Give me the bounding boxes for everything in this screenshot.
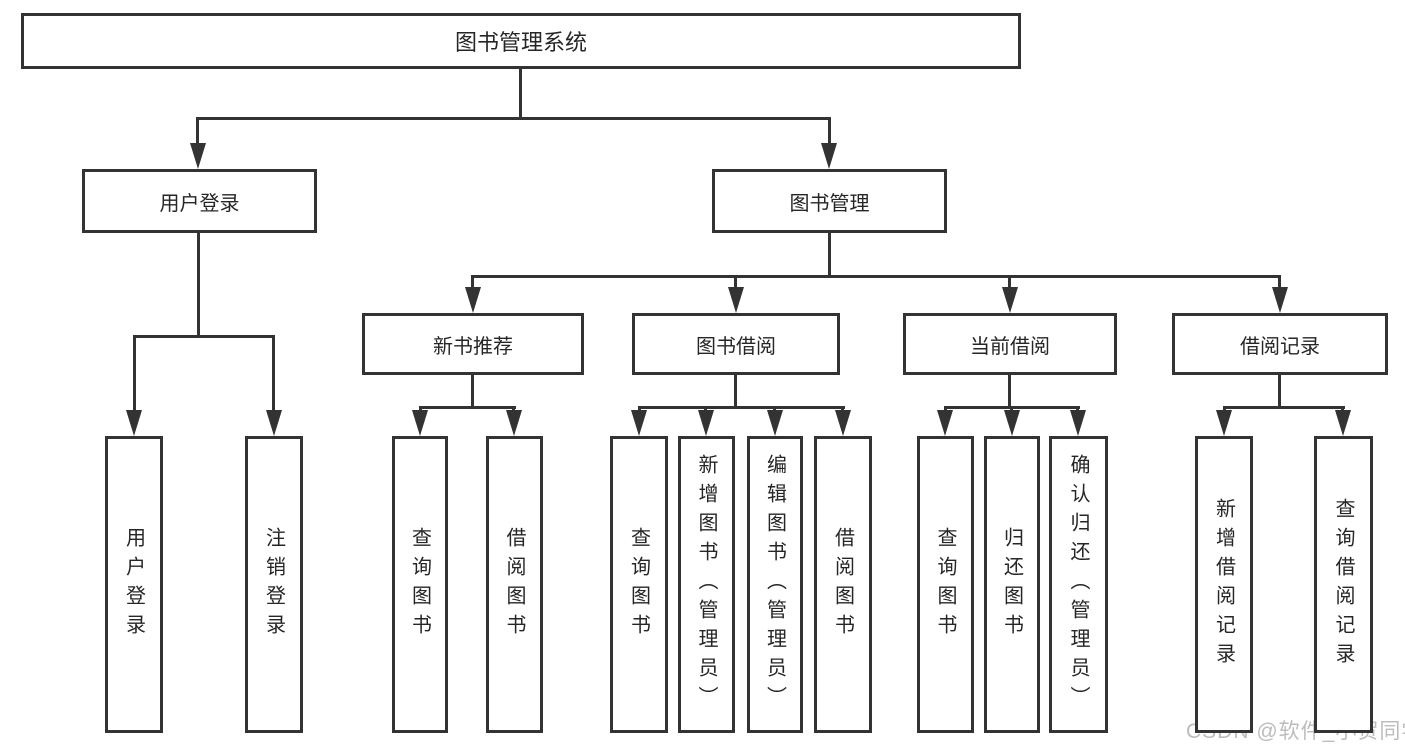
connector-line (471, 275, 474, 293)
arrowhead-down-icon (1216, 410, 1232, 436)
node-current-borrow: 当前借阅 (903, 313, 1117, 375)
arrowhead-down-icon (190, 143, 206, 169)
arrowhead-down-icon (1004, 410, 1020, 436)
connector-line (1008, 275, 1011, 293)
node-leaf-cb-confirm: 确认归还（管理员） (1049, 436, 1108, 733)
connector-line (828, 233, 831, 277)
arrowhead-down-icon (1070, 410, 1086, 436)
arrowhead-down-icon (506, 410, 522, 436)
node-leaf-bb-query: 查询图书 (610, 436, 668, 733)
node-leaf-bb-add: 新增图书（管理员） (678, 436, 735, 733)
arrowhead-down-icon (698, 410, 714, 436)
connector-line (734, 375, 737, 408)
connector-line (638, 406, 845, 409)
arrowhead-down-icon (728, 287, 744, 313)
connector-line (197, 233, 200, 337)
arrowhead-down-icon (1002, 287, 1018, 313)
connector-line (1223, 406, 1345, 409)
node-new-recommend: 新书推荐 (362, 313, 584, 375)
connector-line (133, 335, 275, 338)
connector-line (471, 275, 1281, 278)
arrowhead-down-icon (767, 410, 783, 436)
node-leaf-logout: 注销登录 (245, 436, 303, 733)
connector-line (133, 335, 136, 415)
arrowhead-down-icon (821, 143, 837, 169)
arrowhead-down-icon (412, 410, 428, 436)
arrowhead-down-icon (1272, 287, 1288, 313)
connector-line (519, 69, 522, 119)
node-leaf-br-add: 新增借阅记录 (1195, 436, 1253, 733)
arrowhead-down-icon (835, 410, 851, 436)
node-leaf-nr-borrow: 借阅图书 (486, 436, 543, 733)
connector-line (196, 117, 199, 147)
connector-line (272, 335, 275, 415)
node-book-borrow: 图书借阅 (632, 313, 840, 375)
node-user-login: 用户登录 (82, 169, 317, 233)
node-borrow-record: 借阅记录 (1172, 313, 1388, 375)
connector-line (1278, 375, 1281, 408)
node-leaf-bb-borrow: 借阅图书 (814, 436, 872, 733)
node-root: 图书管理系统 (21, 13, 1021, 69)
node-leaf-cb-query: 查询图书 (917, 436, 974, 733)
connector-line (828, 117, 831, 147)
connector-line (734, 275, 737, 293)
node-book-mgmt: 图书管理 (712, 169, 947, 233)
arrowhead-down-icon (266, 410, 282, 436)
arrowhead-down-icon (631, 410, 647, 436)
connector-line (419, 406, 516, 409)
connector-line (471, 375, 474, 408)
arrowhead-down-icon (937, 410, 953, 436)
arrowhead-down-icon (1335, 410, 1351, 436)
node-leaf-user-login: 用户登录 (105, 436, 163, 733)
connector-line (1008, 375, 1011, 408)
connector-line (1278, 275, 1281, 293)
connector-line (197, 117, 831, 120)
node-leaf-cb-return: 归还图书 (984, 436, 1040, 733)
arrowhead-down-icon (465, 287, 481, 313)
node-leaf-bb-edit: 编辑图书（管理员） (747, 436, 803, 733)
node-leaf-br-query: 查询借阅记录 (1314, 436, 1373, 733)
arrowhead-down-icon (126, 410, 142, 436)
node-leaf-nr-query: 查询图书 (392, 436, 448, 733)
